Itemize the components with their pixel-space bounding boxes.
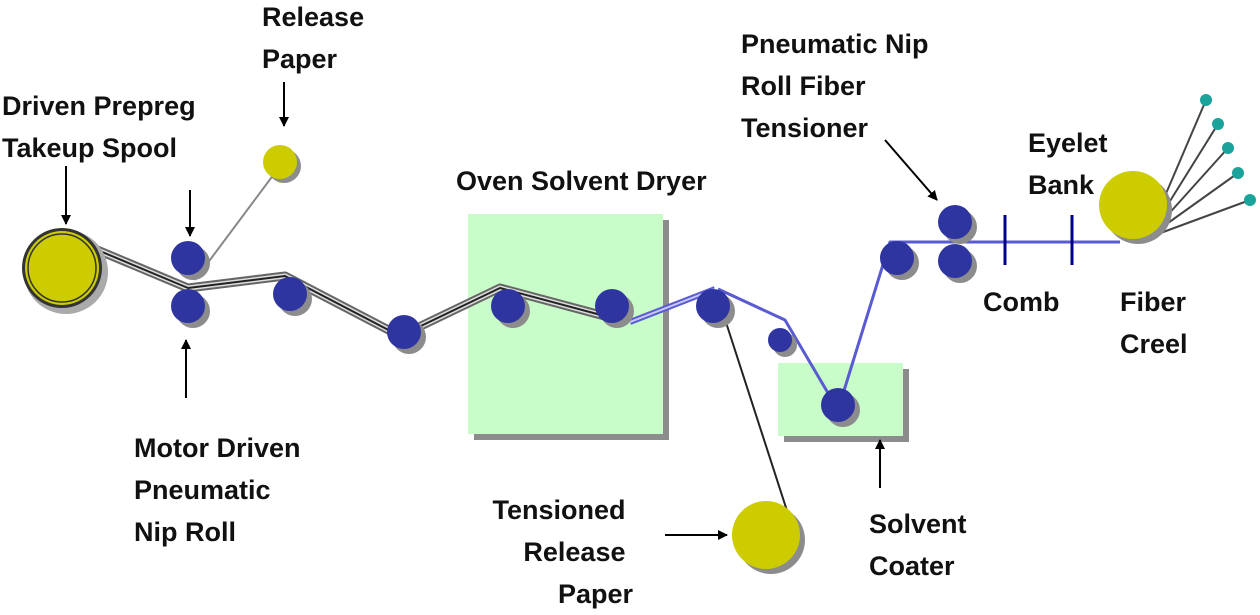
roller bbox=[595, 289, 629, 323]
takeup-spool bbox=[22, 228, 108, 314]
arrow-tensioner bbox=[884, 139, 938, 201]
roller bbox=[171, 289, 205, 323]
fiber-creel-spool bbox=[1099, 171, 1172, 244]
release-paper-spool bbox=[263, 145, 301, 183]
roller bbox=[273, 277, 307, 311]
roller bbox=[171, 241, 205, 275]
label-eyelet-bank: Eyelet Bank bbox=[1028, 128, 1115, 200]
roller bbox=[491, 289, 525, 323]
label-oven: Oven Solvent Dryer bbox=[456, 166, 707, 196]
fiber-tip bbox=[1244, 194, 1256, 206]
fiber-tip bbox=[1200, 94, 1212, 106]
fiber-tip bbox=[1222, 142, 1234, 154]
roller bbox=[880, 241, 914, 275]
label-takeup-spool: Driven Prepreg Takeup Spool bbox=[2, 91, 203, 163]
label-comb: Comb bbox=[983, 287, 1060, 317]
roller bbox=[938, 205, 972, 239]
roller bbox=[938, 244, 972, 278]
oven-solvent-dryer bbox=[468, 214, 669, 440]
roller bbox=[768, 328, 792, 352]
roller bbox=[821, 388, 855, 422]
roller bbox=[387, 315, 421, 349]
fiber-strand-tips bbox=[1200, 94, 1256, 206]
fiber-tip bbox=[1232, 167, 1244, 179]
label-nip-roll: Motor Driven Pneumatic Nip Roll bbox=[134, 433, 308, 547]
rollers bbox=[171, 205, 977, 427]
label-tensioner: Pneumatic Nip Roll Fiber Tensioner bbox=[741, 29, 936, 143]
label-release-paper: Release Paper bbox=[262, 2, 372, 74]
callout-arrows bbox=[61, 82, 938, 540]
oven-box bbox=[468, 214, 663, 434]
roller bbox=[696, 289, 730, 323]
tensioned-release-paper-spool bbox=[732, 501, 805, 574]
label-solvent-coater: Solvent Coater bbox=[869, 509, 974, 581]
tensioned-paper-line bbox=[721, 309, 791, 521]
label-tensioned-paper: Tensioned Release Paper bbox=[492, 495, 633, 609]
label-fiber-creel: Fiber Creel bbox=[1120, 287, 1194, 359]
fiber-tip bbox=[1212, 118, 1224, 130]
